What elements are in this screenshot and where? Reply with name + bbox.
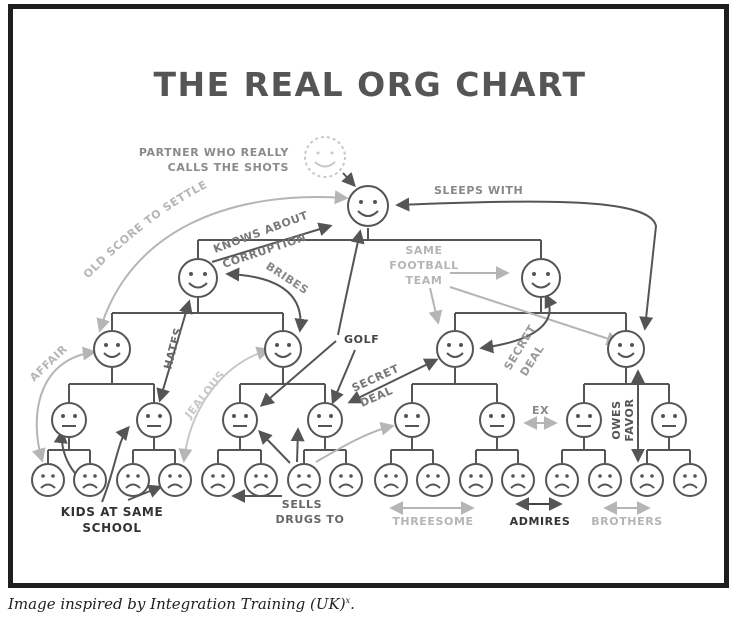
sad-face-icon [673,463,707,497]
neutral-face-icon [566,402,602,438]
sad-face-icon [287,463,321,497]
sad-face-icon [158,463,192,497]
hates-arrow [156,299,193,403]
golf-arrow-up [337,229,365,336]
knows-about-arrow [211,222,333,263]
golf-label: GOLF [344,333,379,346]
legend-brothers-label: BROTHERS [591,515,663,528]
supervisor-face-icon [607,330,645,368]
sad-face-icon [501,463,535,497]
sad-face-icon [588,463,622,497]
owes-favor-label-line-1: OWES [610,400,623,439]
golf-arrow-down [330,349,356,405]
partner-arrow [341,172,356,188]
partner-label-line-2: CALLS THE SHOTS [168,161,289,174]
chart-title: THE REAL ORG CHART [153,65,586,104]
neutral-face-icon [222,402,258,438]
sad-face-icon [459,463,493,497]
relationship-arrows [32,172,658,503]
sad-face-icon [374,463,408,497]
bribes-arrow [225,267,309,333]
kids-arrow-3 [127,484,163,501]
ex-label: EX [532,404,549,417]
manager-face-icon [521,258,561,298]
same-team-arrow-2 [428,287,443,325]
sad-face-icon [244,463,278,497]
faces [31,136,707,497]
sad-face-icon [201,463,235,497]
secret-deal-arrow-2 [479,293,558,354]
neutral-face-icon [51,402,87,438]
neutral-face-icon [479,402,515,438]
old-score-arrow [96,190,349,333]
sleeps-with-arrow [395,197,658,331]
sells-drugs-arrow-4 [315,421,395,463]
sad-face-icon [31,463,65,497]
sells-drugs-label-line-1: SELLS [282,498,322,511]
sad-face-icon [329,463,363,497]
same-team-label-line-3: TEAM [406,274,443,287]
image-caption: Image inspired by Integration Training (… [8,595,355,613]
sad-face-icon [416,463,450,497]
sad-face-icon [116,463,150,497]
caption-superscript: x [345,596,351,605]
partner-label-line-1: PARTNER WHO REALLY [139,146,290,159]
hates-label: HATES [161,326,185,371]
supervisor-face-icon [264,330,302,368]
owes-favor-label-line-2: FAVOR [623,398,636,441]
supervisor-face-icon [93,330,131,368]
jealous-label: JEALOUS [182,368,229,421]
same-team-label-line-2: FOOTBALL [389,259,458,272]
caption-period: . [350,595,355,613]
kids-label-line-1: KIDS AT SAME [61,505,164,519]
sad-face-icon [545,463,579,497]
kids-arrow-2 [101,425,130,503]
sells-drugs-arrow-3 [290,427,305,463]
golf-arrow-left [259,340,337,407]
ceo-face-icon [347,185,389,227]
neutral-face-icon [136,402,172,438]
sells-drugs-label-line-2: DRUGS TO [276,513,345,526]
partner-face-icon [304,136,346,178]
sells-drugs-arrow-2 [258,429,291,464]
sleeps-with-label: SLEEPS WITH [434,184,523,197]
neutral-face-icon [394,402,430,438]
sad-face-icon [73,463,107,497]
kids-label-line-2: SCHOOL [82,521,141,535]
manager-face-icon [178,258,218,298]
sad-face-icon [630,463,664,497]
caption-text: Image inspired by Integration Training (… [8,595,346,613]
neutral-face-icon [651,402,687,438]
neutral-face-icon [307,402,343,438]
same-team-label-line-1: SAME [405,244,442,257]
legend-threesome-label: THREESOME [392,515,473,528]
legend-admires-label: ADMIRES [510,515,571,528]
jealous-arrow [178,346,271,463]
affair-arrow [32,346,97,463]
supervisor-face-icon [436,330,474,368]
legend: THREESOME ADMIRES BROTHERS [389,497,663,528]
secret-deal-arrow-1 [347,358,439,404]
